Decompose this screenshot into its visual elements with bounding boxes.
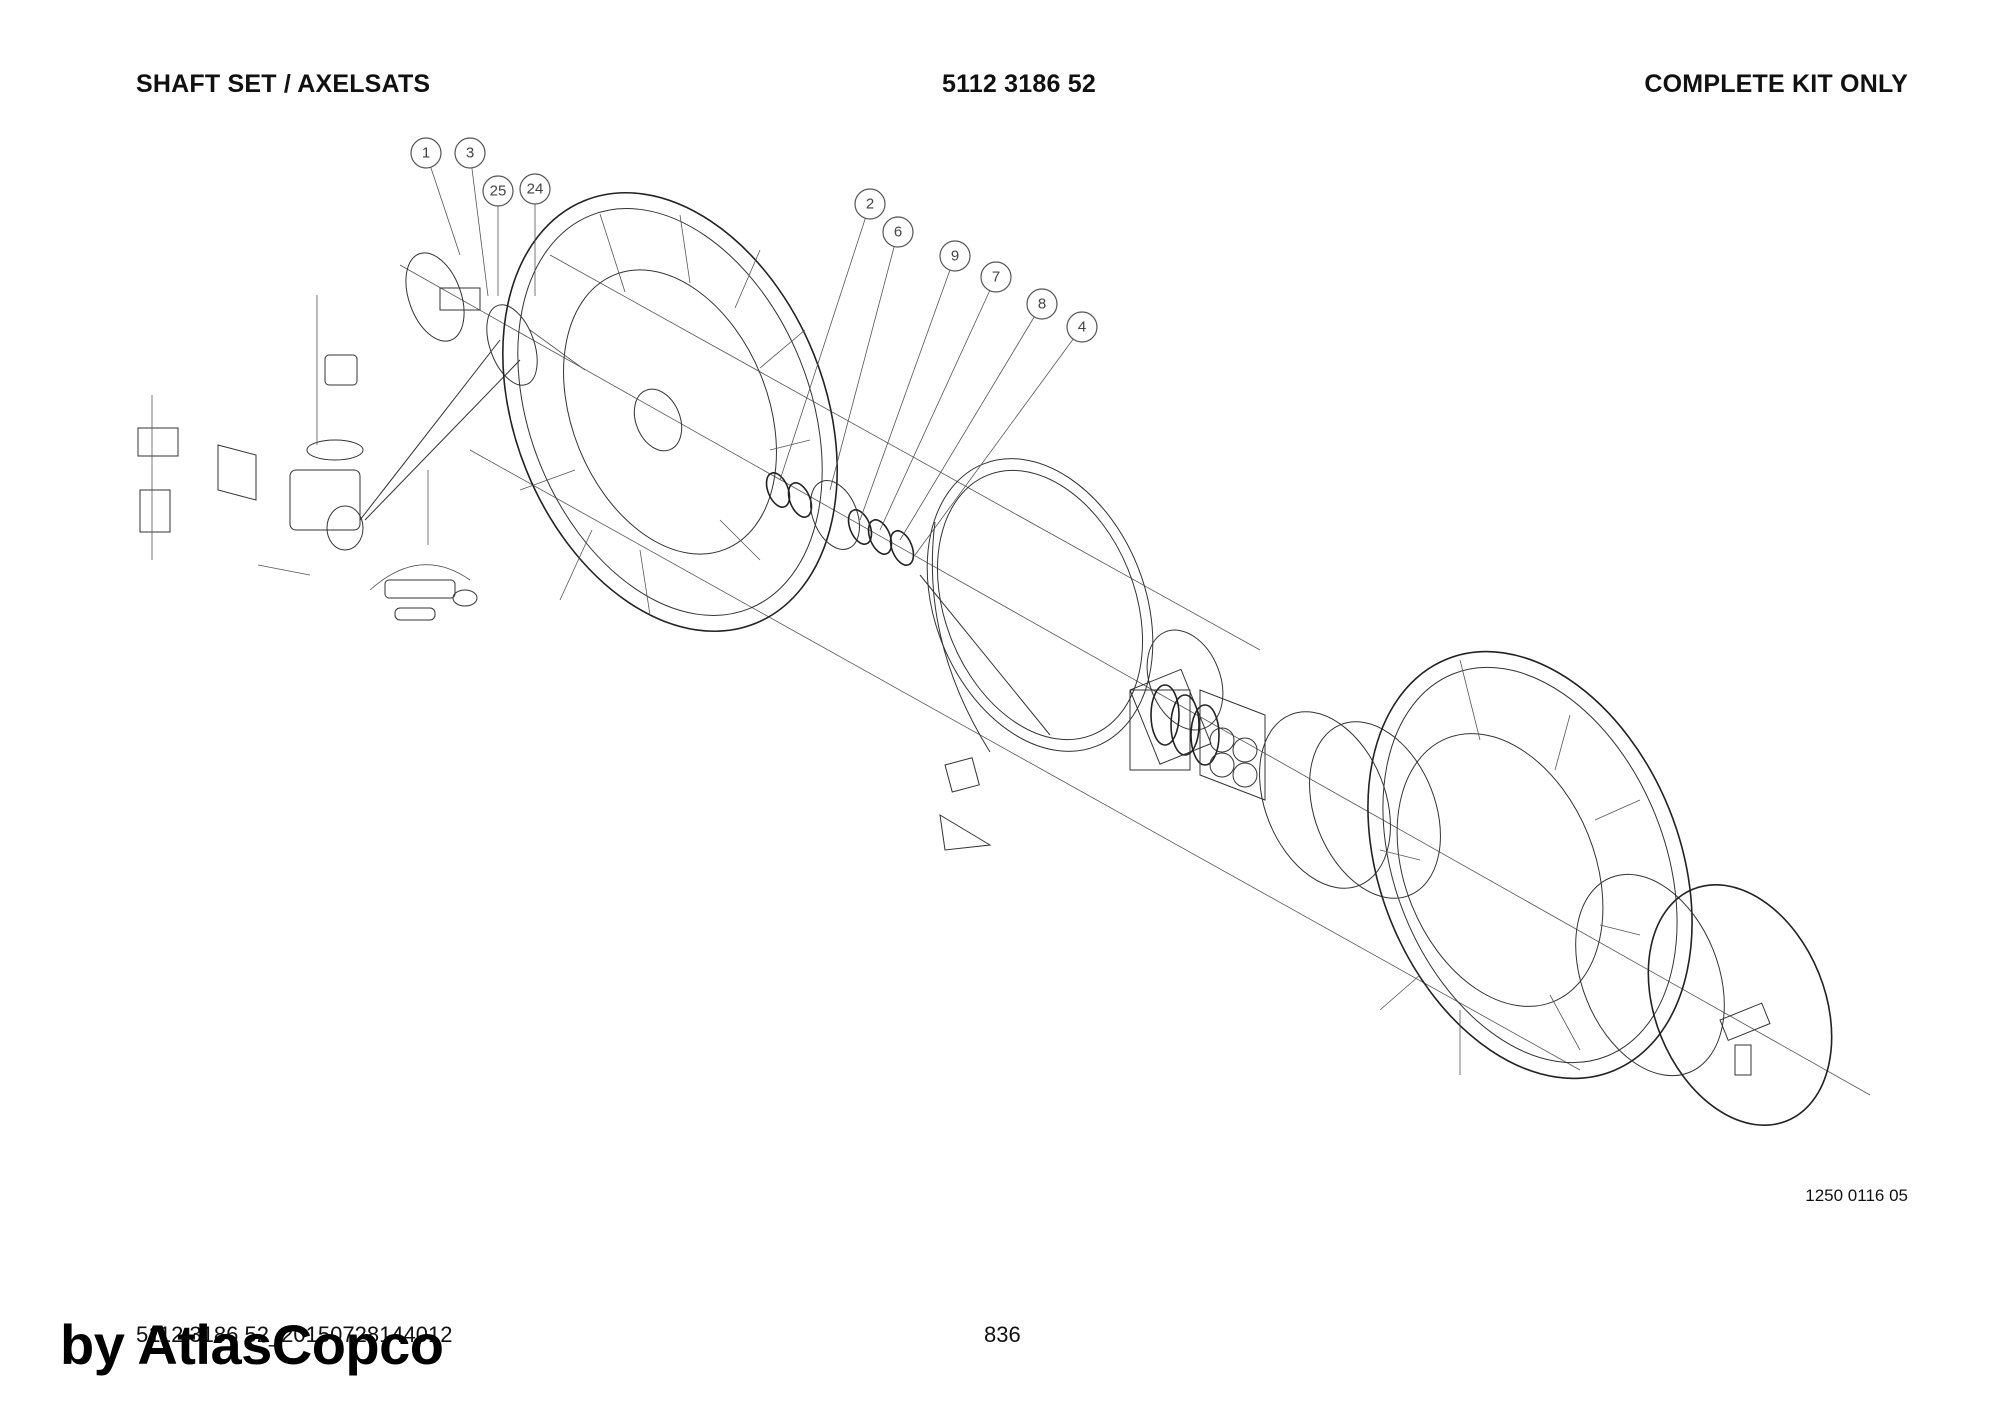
callout-1: 1 bbox=[410, 137, 442, 169]
cable-gland bbox=[939, 757, 992, 851]
callout-24: 24 bbox=[519, 173, 551, 205]
callout-label: 6 bbox=[894, 224, 902, 241]
callout-label: 1 bbox=[422, 145, 430, 162]
shaft-flange bbox=[359, 252, 538, 521]
callout-3: 3 bbox=[454, 137, 486, 169]
drum-cylinder bbox=[919, 458, 1224, 765]
callout-7: 7 bbox=[980, 261, 1012, 293]
footer-document-code: 5112 3186 52_20150728144012 bbox=[136, 1322, 453, 1347]
rear-cylinder bbox=[1259, 711, 1441, 899]
callout-4: 4 bbox=[1066, 311, 1098, 343]
header-kit-note: COMPLETE KIT ONLY bbox=[1644, 70, 1908, 98]
callout-label: 7 bbox=[992, 269, 1000, 286]
gearbox-assembly bbox=[137, 295, 364, 576]
callout-label: 25 bbox=[490, 183, 507, 200]
callout-label: 8 bbox=[1038, 296, 1046, 313]
axis-lines bbox=[399, 254, 1871, 1096]
brand-watermark: by AtlasCopco bbox=[60, 1313, 444, 1376]
callout-25: 25 bbox=[482, 175, 514, 207]
rear-drum-flange bbox=[1367, 650, 1693, 1080]
drawing-number: 1250 0116 05 bbox=[1805, 1186, 1908, 1205]
callout-label: 24 bbox=[527, 181, 544, 198]
end-cover-plates bbox=[1575, 873, 1833, 1126]
bearing-rings bbox=[765, 472, 915, 566]
callout-label: 9 bbox=[951, 248, 959, 265]
page-number: 836 bbox=[984, 1322, 1021, 1347]
callout-2: 2 bbox=[854, 188, 886, 220]
callout-8: 8 bbox=[1026, 288, 1058, 320]
callout-label: 4 bbox=[1078, 319, 1086, 336]
header-title: SHAFT SET / AXELSATS bbox=[136, 70, 431, 98]
front-drum-flange bbox=[502, 191, 838, 633]
chain-detail bbox=[369, 470, 478, 621]
callout-6: 6 bbox=[882, 216, 914, 248]
callout-9: 9 bbox=[939, 240, 971, 272]
callout-label: 2 bbox=[866, 196, 874, 213]
callout-leaders bbox=[425, 152, 1083, 556]
callout-label: 3 bbox=[466, 145, 474, 162]
header-part-number: 5112 3186 52 bbox=[942, 70, 1096, 98]
slip-ring-unit bbox=[1129, 684, 1266, 801]
